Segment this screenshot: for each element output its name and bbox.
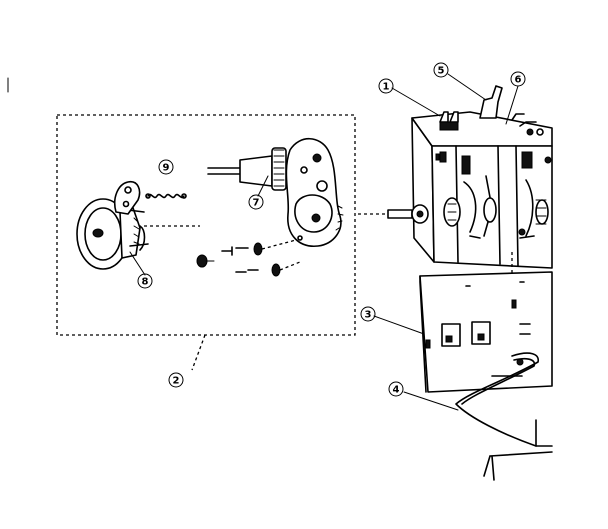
timer-housing bbox=[358, 85, 553, 282]
part-8-disc-pulley bbox=[76, 180, 200, 270]
callout-9: 9 bbox=[158, 159, 174, 175]
part-4-wire-bracket bbox=[455, 352, 553, 481]
callout-leaders bbox=[129, 73, 519, 411]
callout-label: 5 bbox=[438, 66, 445, 77]
callout-6: 6 bbox=[510, 71, 526, 87]
callout-label: 3 bbox=[365, 310, 372, 321]
assembly-2-boundary bbox=[56, 114, 356, 371]
callout-2: 2 bbox=[168, 372, 184, 388]
part-9-spring bbox=[145, 193, 187, 199]
callout-label: 7 bbox=[253, 198, 260, 209]
callout-label: 8 bbox=[142, 277, 149, 288]
callout-4: 4 bbox=[388, 381, 404, 397]
part-3-mounting-plate bbox=[419, 271, 553, 393]
callout-label: 9 bbox=[163, 163, 170, 174]
callout-5: 5 bbox=[433, 62, 449, 78]
callout-label: 6 bbox=[515, 75, 522, 86]
callout-label: 2 bbox=[173, 376, 180, 387]
callout-1: 1 bbox=[378, 78, 394, 94]
callout-7: 7 bbox=[248, 194, 264, 210]
callout-label: 1 bbox=[383, 82, 390, 93]
callout-8: 8 bbox=[137, 273, 153, 289]
callout-3: 3 bbox=[360, 306, 376, 322]
callout-label: 4 bbox=[393, 385, 400, 396]
part-7-shaft-gear-plate bbox=[207, 137, 344, 247]
screw-hardware bbox=[196, 239, 301, 277]
